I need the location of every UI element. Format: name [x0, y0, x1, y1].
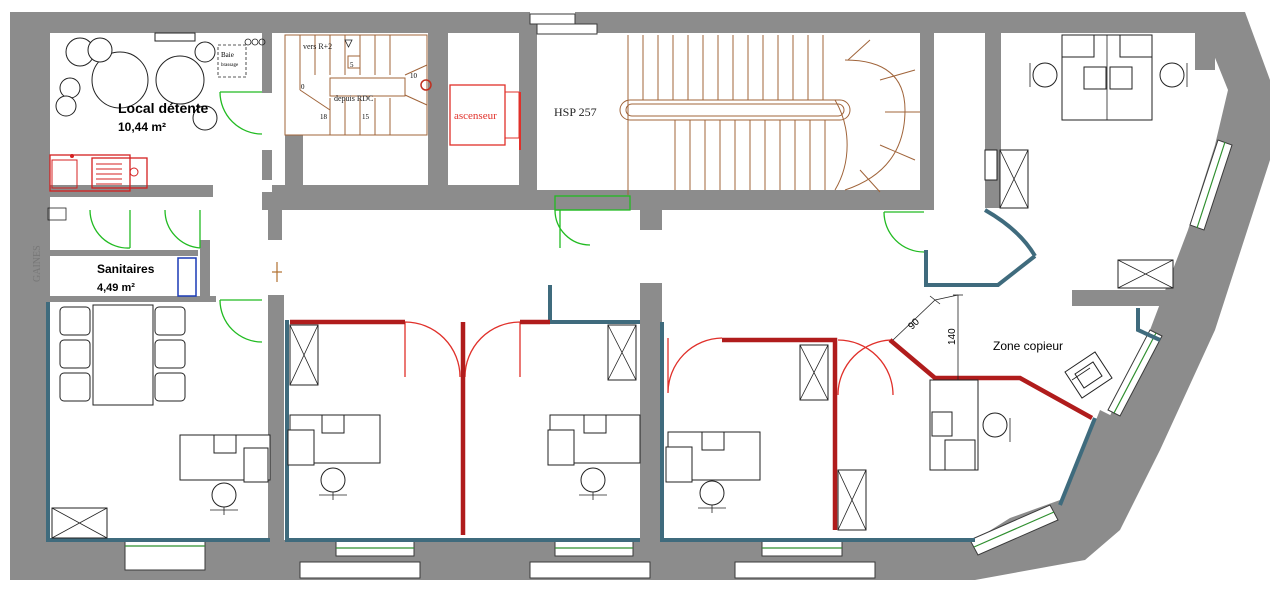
copier — [1064, 351, 1113, 399]
local-detente-name: Local détente — [118, 100, 208, 116]
elevator: ascenseur — [449, 84, 521, 150]
desks — [179, 34, 1153, 483]
local-detente-area: 10,44 m² — [118, 120, 166, 134]
furniture — [51, 34, 1188, 539]
meeting-chairs-left — [59, 306, 91, 402]
stair-step-10: 10 — [410, 72, 418, 80]
small-staircase: vers R+2 depuis RDC 5 10 15 18 0 — [284, 34, 432, 136]
office-chairs — [210, 62, 1188, 515]
gaines-label: GAINES — [32, 245, 43, 282]
ascenseur-label: ascenseur — [454, 110, 497, 122]
stair-step-18: 18 — [320, 113, 328, 121]
stair-up-label: vers R+2 — [303, 42, 332, 51]
kitchenette — [49, 154, 148, 192]
doors — [89, 91, 925, 396]
stair-step-0: 0 — [301, 83, 305, 91]
zone-copieur-label: Zone copieur — [993, 339, 1063, 353]
dimension-140: 140 — [947, 328, 958, 345]
sanitaires-room: Sanitaires 4,49 m² GAINES — [32, 207, 197, 297]
stair-down-label: depuis RDC — [334, 94, 373, 103]
local-detente-room: Baie brassage Local détente 10,44 m² — [49, 32, 266, 192]
main-staircase: HSP 257 — [554, 35, 920, 195]
meeting-chairs-right — [154, 306, 186, 402]
baie-brassage: Baie brassage — [217, 38, 266, 78]
stair-step-5: 5 — [350, 61, 354, 69]
dimension-90: 90 — [906, 316, 922, 332]
partitions — [46, 208, 1161, 542]
baie-label: Baie — [221, 51, 234, 59]
stair-step-15: 15 — [362, 113, 370, 121]
dimensions: 90 140 — [892, 294, 963, 380]
sanitaires-area: 4,49 m² — [97, 282, 135, 294]
sanitaires-name: Sanitaires — [97, 262, 155, 276]
windows — [124, 13, 1233, 579]
baie-sub-label: brassage — [221, 63, 239, 68]
interior-walls — [30, 30, 1215, 540]
storage-cabinets — [51, 149, 1174, 539]
hsp-label: HSP 257 — [554, 105, 597, 119]
